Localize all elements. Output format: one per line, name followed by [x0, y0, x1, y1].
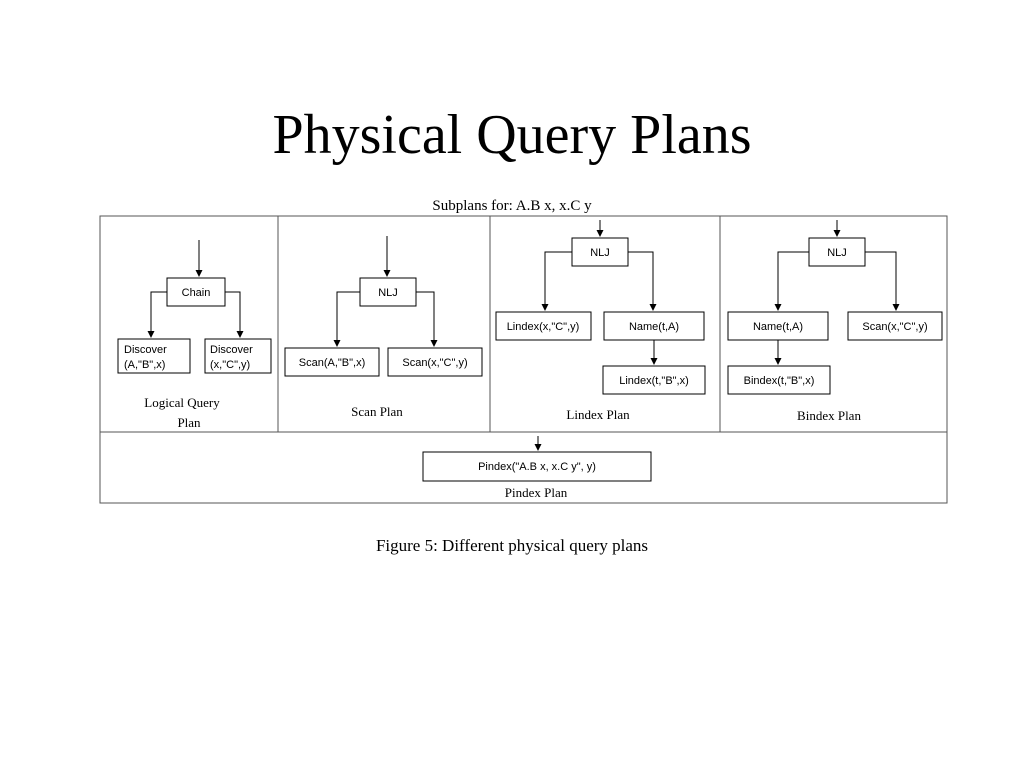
edge — [333, 291, 360, 347]
edge — [774, 251, 809, 311]
chain-node: Chain — [166, 277, 226, 307]
scan-right-label: Scan(x,"C",y) — [402, 357, 467, 369]
nlj-node-label: NLJ — [590, 247, 610, 259]
lindex-plan: NLJ Lindex(x,"C",y) Name(t,A) Lindex(t,"… — [495, 220, 706, 422]
edge — [628, 251, 657, 311]
scan-left-label: Scan(A,"B",x) — [299, 357, 366, 369]
lindex-node-left: Lindex(x,"C",y) — [495, 311, 592, 341]
name-node: Name(t,A) — [603, 311, 705, 341]
discover-left-line2: (A,"B",x) — [124, 359, 165, 371]
diagram-frame — [99, 215, 948, 504]
nlj-node: NLJ — [571, 237, 629, 267]
bindex-child-label: Bindex(t,"B",x) — [744, 375, 815, 387]
discover-right-line1: Discover — [210, 344, 253, 356]
edge — [416, 291, 438, 347]
lindex-child-label: Lindex(t,"B",x) — [619, 375, 689, 387]
nlj-node-label: NLJ — [827, 247, 847, 259]
edge — [147, 291, 167, 338]
name-node-label: Name(t,A) — [753, 321, 803, 333]
scan-node-left: Scan(A,"B",x) — [284, 347, 380, 377]
scan-node: Scan(x,"C",y) — [847, 311, 943, 341]
scan-plan: NLJ Scan(A,"B",x) Scan(x,"C",y) Scan Pla… — [284, 236, 483, 419]
scan-node-label: Scan(x,"C",y) — [862, 321, 927, 333]
scan-node-right: Scan(x,"C",y) — [387, 347, 483, 377]
discover-node-right: Discover (x,"C",y) — [204, 338, 272, 374]
logical-query-plan: Chain Discover (A,"B",x) Discover (x,"C"… — [117, 240, 272, 430]
bindex-plan: NLJ Name(t,A) Scan(x,"C",y) Bindex(t,"B"… — [727, 220, 943, 423]
lindex-plan-label: Lindex Plan — [566, 407, 630, 422]
bindex-plan-label: Bindex Plan — [797, 408, 861, 423]
edge — [225, 291, 244, 338]
name-node: Name(t,A) — [727, 311, 829, 341]
discover-left-line1: Discover — [124, 344, 167, 356]
nlj-node: NLJ — [808, 237, 866, 267]
pindex-node-label: Pindex("A.B x, x.C y", y) — [478, 461, 596, 473]
scan-plan-label: Scan Plan — [351, 404, 403, 419]
chain-node-label: Chain — [182, 287, 211, 299]
pindex-node: Pindex("A.B x, x.C y", y) — [422, 451, 652, 482]
edge — [865, 251, 900, 311]
edge — [541, 251, 572, 311]
bindex-node-child: Bindex(t,"B",x) — [727, 365, 831, 395]
logical-plan-label-line2: Plan — [177, 415, 201, 430]
nlj-node: NLJ — [359, 277, 417, 307]
figure-caption: Figure 5: Different physical query plans — [375, 536, 649, 555]
lindex-node-child: Lindex(t,"B",x) — [602, 365, 706, 395]
name-node-label: Name(t,A) — [629, 321, 679, 333]
logical-plan-label-line1: Logical Query — [144, 395, 220, 410]
diagram-subtitle: Subplans for: A.B x, x.C y — [432, 198, 592, 214]
slide-title: Physical Query Plans — [272, 104, 752, 166]
lindex-left-label: Lindex(x,"C",y) — [507, 321, 580, 333]
nlj-node-label: NLJ — [378, 287, 398, 299]
discover-right-line2: (x,"C",y) — [210, 359, 250, 371]
discover-node-left: Discover (A,"B",x) — [117, 338, 191, 374]
pindex-plan: Pindex("A.B x, x.C y", y) Pindex Plan — [422, 436, 652, 500]
pindex-plan-label: Pindex Plan — [505, 485, 568, 500]
